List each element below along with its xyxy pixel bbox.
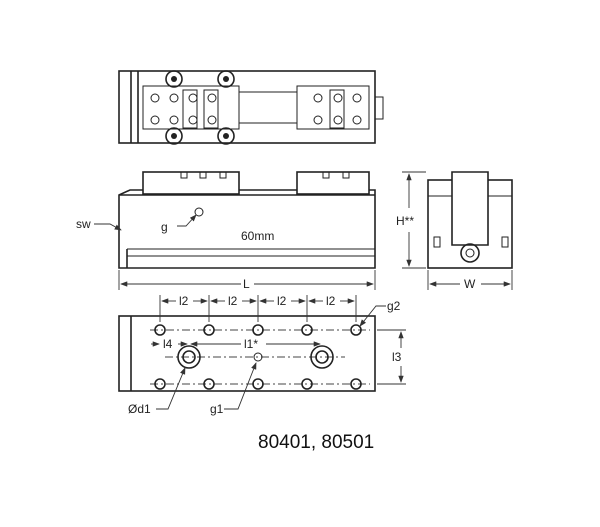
g-label: g	[161, 220, 168, 234]
front-view: g 60mm sw L	[76, 171, 376, 291]
width-label: 60mm	[241, 229, 274, 243]
top-view	[118, 70, 384, 145]
l4-label: l4	[163, 337, 173, 351]
l1-label: l1*	[244, 337, 258, 351]
l3-label: l3	[392, 350, 402, 364]
g1-label: g1	[210, 402, 224, 416]
L-label: L	[243, 277, 250, 291]
H-label: H**	[396, 214, 414, 228]
model-number: 80401, 80501	[258, 432, 374, 453]
d1-label: Ød1	[128, 402, 151, 416]
top-hole-icon	[150, 89, 362, 129]
g2-label: g2	[387, 299, 401, 313]
top-bolt-icon	[165, 70, 235, 145]
counterbore-icon	[177, 345, 334, 369]
l2-label-4: l2	[326, 294, 336, 308]
l2-label-1: l2	[179, 294, 189, 308]
bottom-view: l2 l2 l2 l2 g2 l4 l1* l3 Ød1 g1	[118, 294, 406, 416]
l2-label-2: l2	[228, 294, 238, 308]
W-label: W	[464, 277, 476, 291]
side-view: H** W	[396, 171, 513, 291]
screw-icon	[460, 243, 480, 263]
mounting-hole-icon	[154, 324, 362, 390]
g-hole-icon	[194, 207, 204, 217]
sw-label: sw	[76, 217, 91, 231]
l2-label-3: l2	[277, 294, 287, 308]
